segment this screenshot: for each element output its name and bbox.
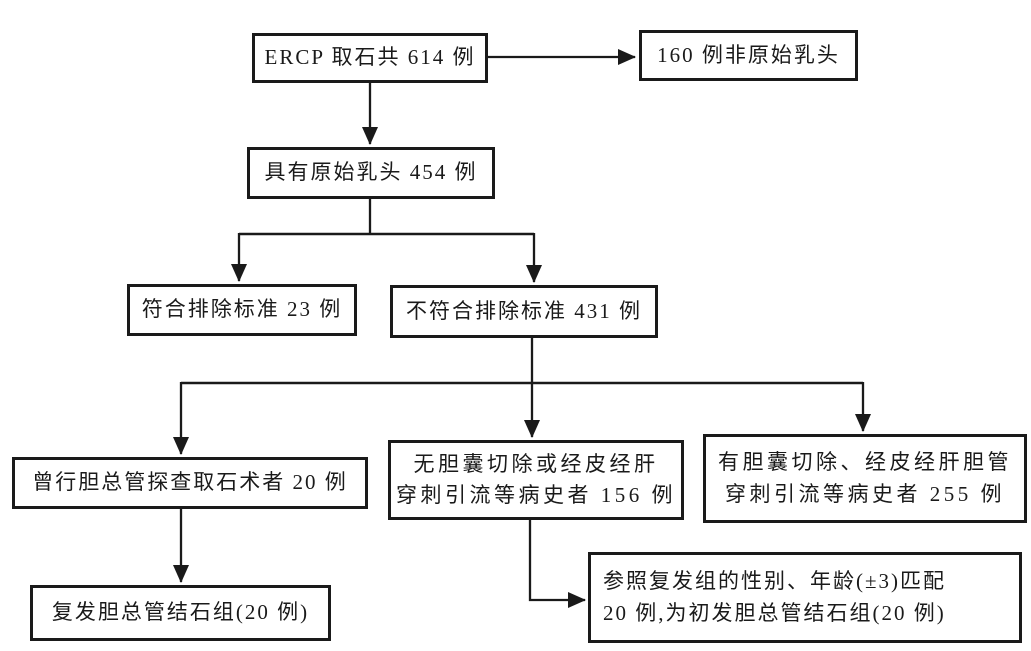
- node-ercp-total: ERCP 取石共 614 例: [252, 33, 488, 83]
- node-not-met-exclusion: 不符合排除标准 431 例: [390, 285, 658, 338]
- connector-to-initial-group: [528, 520, 586, 608]
- node-non-native-papilla: 160 例非原始乳头: [639, 30, 858, 81]
- node-no-cholecystectomy: 无胆囊切除或经皮经肝 穿刺引流等病史者 156 例: [388, 440, 684, 520]
- node-prior-cbd-exploration: 曾行胆总管探查取石术者 20 例: [12, 457, 368, 509]
- node-with-cholecystectomy: 有胆囊切除、经皮经肝胆管 穿刺引流等病史者 255 例: [703, 434, 1027, 523]
- node-recurrent-group: 复发胆总管结石组(20 例): [30, 585, 331, 641]
- node-native-papilla: 具有原始乳头 454 例: [247, 147, 495, 199]
- node-met-exclusion: 符合排除标准 23 例: [127, 284, 357, 336]
- node-initial-group: 参照复发组的性别、年龄(±3)匹配 20 例,为初发胆总管结石组(20 例): [588, 552, 1022, 643]
